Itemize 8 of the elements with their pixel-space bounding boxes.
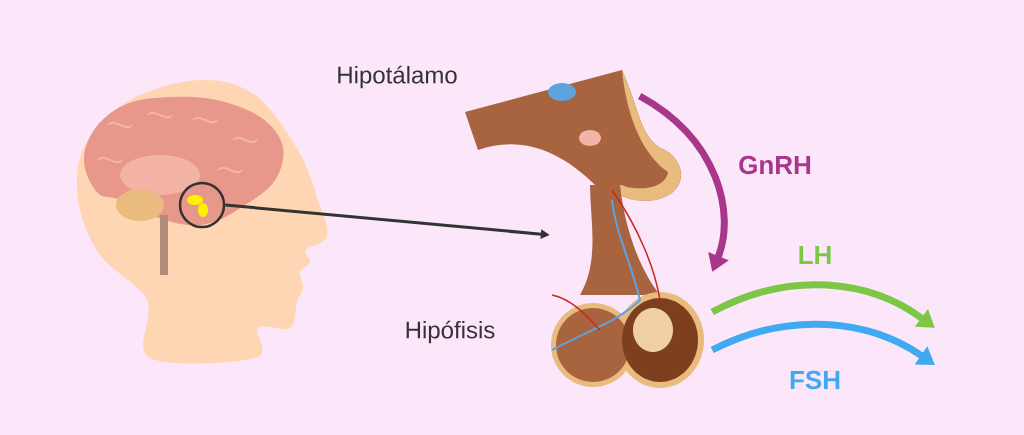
- part-label: Hipófisis: [406, 320, 495, 344]
- edge-label: GnRH: [739, 155, 811, 175]
- magnifier-circle: [178, 181, 226, 229]
- edge-label: FSH: [790, 370, 840, 390]
- edge-label: LH: [799, 246, 831, 264]
- head-drawing: [76, 79, 328, 364]
- pituitary-drawing: [551, 185, 704, 388]
- part-label: Hipotálamo: [338, 65, 457, 89]
